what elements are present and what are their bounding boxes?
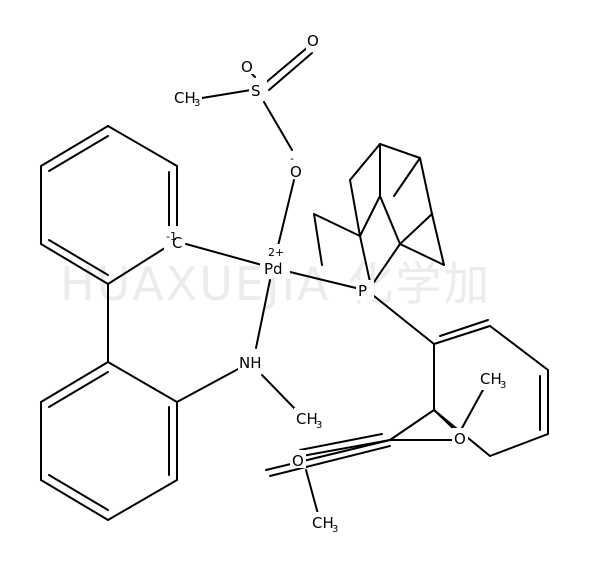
bond-ring3-a (433, 325, 491, 345)
bond-cage-11 (379, 143, 421, 159)
bond-cage-3 (313, 213, 323, 266)
bond-p-aryl (373, 295, 435, 345)
bond-ring3-b (489, 325, 549, 371)
bond-ring2-d (107, 479, 178, 521)
bond-s-o-minus (263, 101, 293, 151)
bond-cage-8 (379, 195, 401, 245)
oxygen-double-label: O (307, 32, 319, 50)
bond-cage-14 (431, 213, 445, 266)
bond-o1-ch3 (461, 387, 485, 429)
bond-ring3-d (489, 433, 549, 457)
methyl-s-label: CH (174, 89, 196, 107)
bond-c-pd (185, 243, 263, 266)
bond-s-o-double-b (268, 52, 313, 91)
atom-labels: S O O - O CH 3 2+ Pd -1 C P NH CH 3 O CH… (164, 30, 508, 535)
phosphorus-label: P (358, 282, 367, 300)
methyl-s-subscript: 3 (194, 98, 200, 109)
carbanion-label: C (172, 234, 182, 252)
bond-cage-15 (393, 157, 421, 197)
methoxy-ch3-1-label: CH (480, 370, 502, 388)
bond-ring1-a (107, 125, 178, 167)
bond-n-pd (255, 279, 271, 349)
bond-cage-9 (399, 213, 433, 245)
bond-cage-1 (359, 235, 371, 283)
bond-low-3-inner (269, 445, 391, 477)
methyl-n-subscript: 3 (316, 420, 322, 431)
amine-label: NH (239, 354, 262, 372)
palladium-label: Pd (264, 260, 283, 278)
bond-ring-n (176, 367, 241, 403)
sulfur-label: S (251, 82, 261, 100)
bonds (40, 46, 549, 521)
oxygen-minus-charge: - (290, 152, 294, 165)
bond-ring2-a-inner (48, 371, 109, 408)
bond-ring2-c (40, 479, 109, 521)
bond-s-o-double-a (263, 46, 309, 85)
bond-low-2-inner (299, 433, 383, 451)
methoxy-ch3-2-label: CH (312, 514, 334, 532)
bond-ring3-a-inner (439, 319, 489, 337)
bond-ring2-f (107, 361, 178, 403)
oxygen-top-label: O (241, 58, 253, 76)
methoxy-ch3-2-subscript: 3 (332, 524, 338, 535)
bond-ring-c-o2 (389, 409, 435, 441)
methoxy-o1-label: O (454, 430, 466, 448)
bond-cage-12 (373, 243, 401, 283)
bond-cage-10 (419, 157, 433, 215)
methyl-n-label: CH (296, 410, 318, 428)
bond-cage-13 (399, 243, 445, 266)
bond-ring2-c-inner (48, 474, 109, 511)
bond-n-ch3 (261, 374, 297, 411)
bond-ring1-f (107, 245, 169, 285)
bond-low-3 (265, 439, 391, 471)
bond-cage-6 (349, 143, 381, 181)
bond-o2-ch3 (305, 469, 319, 515)
bond-cage-2 (313, 213, 361, 237)
bond-cage-4 (359, 195, 381, 237)
bond-ring2-a (40, 361, 109, 403)
bond-ring1-c-inner (48, 135, 109, 172)
bond-ring1-e (40, 243, 109, 285)
methoxy-o2-label: O (292, 452, 304, 470)
bond-ch3-s (201, 89, 252, 99)
bond-o-pd (276, 179, 295, 251)
bond-ring1-c (40, 125, 109, 167)
bond-pd-p (289, 271, 357, 289)
palladium-charge: 2+ (268, 246, 284, 259)
bond-cage-7 (349, 179, 361, 237)
methoxy-ch3-1-subscript: 3 (500, 380, 506, 391)
bond-ring1-e-inner (48, 239, 109, 276)
carbanion-charge: -1 (166, 230, 177, 243)
oxygen-single-label: O (290, 163, 302, 181)
bond-ring-o1 (433, 409, 456, 431)
